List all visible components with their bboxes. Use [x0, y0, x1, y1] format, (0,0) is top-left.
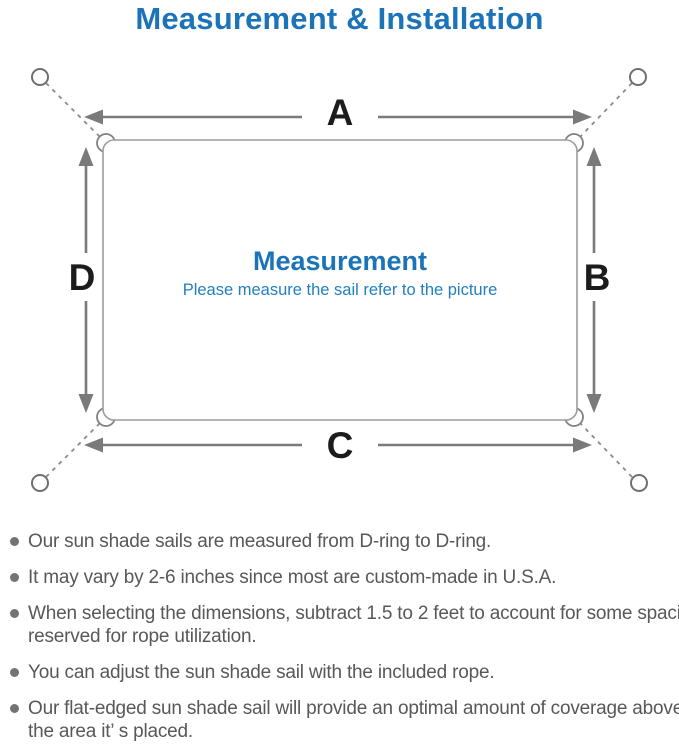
rope-top-right [579, 82, 633, 138]
dimension-arrow-b [586, 147, 602, 413]
bullet-line: You can adjust the sun shade sail with t… [28, 662, 495, 683]
dimension-label-b: B [584, 257, 611, 298]
bullet-line: the area it’ s placed. [28, 721, 193, 742]
bullet-icon [10, 668, 19, 677]
page-title: Measurement & Installation [135, 1, 544, 36]
rope-top-left [45, 82, 101, 138]
rope-bottom-left [45, 422, 101, 478]
bullet-line: Our sun shade sails are measured from D-… [28, 531, 492, 552]
list-item: Our flat-edged sun shade sail will provi… [10, 697, 679, 743]
notes-list: Our sun shade sails are measured from D-… [10, 530, 679, 756]
dimension-label-d: D [69, 257, 96, 298]
list-item: It may vary by 2-6 inches since most are… [10, 566, 675, 589]
dimension-arrow-a [84, 109, 592, 125]
diagram-center-subtitle: Please measure the sail refer to the pic… [183, 281, 498, 299]
bullet-icon [10, 573, 19, 582]
diagram-center-title: Measurement [253, 246, 427, 276]
dimension-arrow-d [78, 147, 94, 413]
anchor-point-bottom-right [630, 474, 648, 492]
list-item: You can adjust the sun shade sail with t… [10, 661, 675, 684]
rope-bottom-right [579, 422, 633, 478]
list-item: Our sun shade sails are measured from D-… [10, 530, 675, 553]
bullet-icon [10, 704, 19, 713]
dimension-label-c: C [327, 425, 354, 466]
rope-lines [45, 82, 633, 478]
anchor-points [31, 68, 648, 492]
bullet-line: reserved for rope utilization. [28, 626, 257, 647]
sail-outline [102, 139, 578, 421]
anchor-point-top-right [629, 68, 647, 86]
bullet-icon [10, 609, 19, 618]
list-item: When selecting the dimensions, subtract … [10, 602, 679, 648]
bullet-line: When selecting the dimensions, subtract … [28, 603, 679, 624]
bullet-icon [10, 537, 19, 546]
dimension-label-a: A [327, 92, 354, 133]
anchor-point-bottom-left [31, 474, 49, 492]
dimension-arrow-c [84, 437, 592, 453]
anchor-point-top-left [31, 68, 49, 86]
bullet-line: Our flat-edged sun shade sail will provi… [28, 698, 679, 719]
measurement-diagram: A B C D Measurement Please measure the s… [31, 68, 648, 492]
bullet-line: It may vary by 2-6 inches since most are… [28, 567, 557, 588]
